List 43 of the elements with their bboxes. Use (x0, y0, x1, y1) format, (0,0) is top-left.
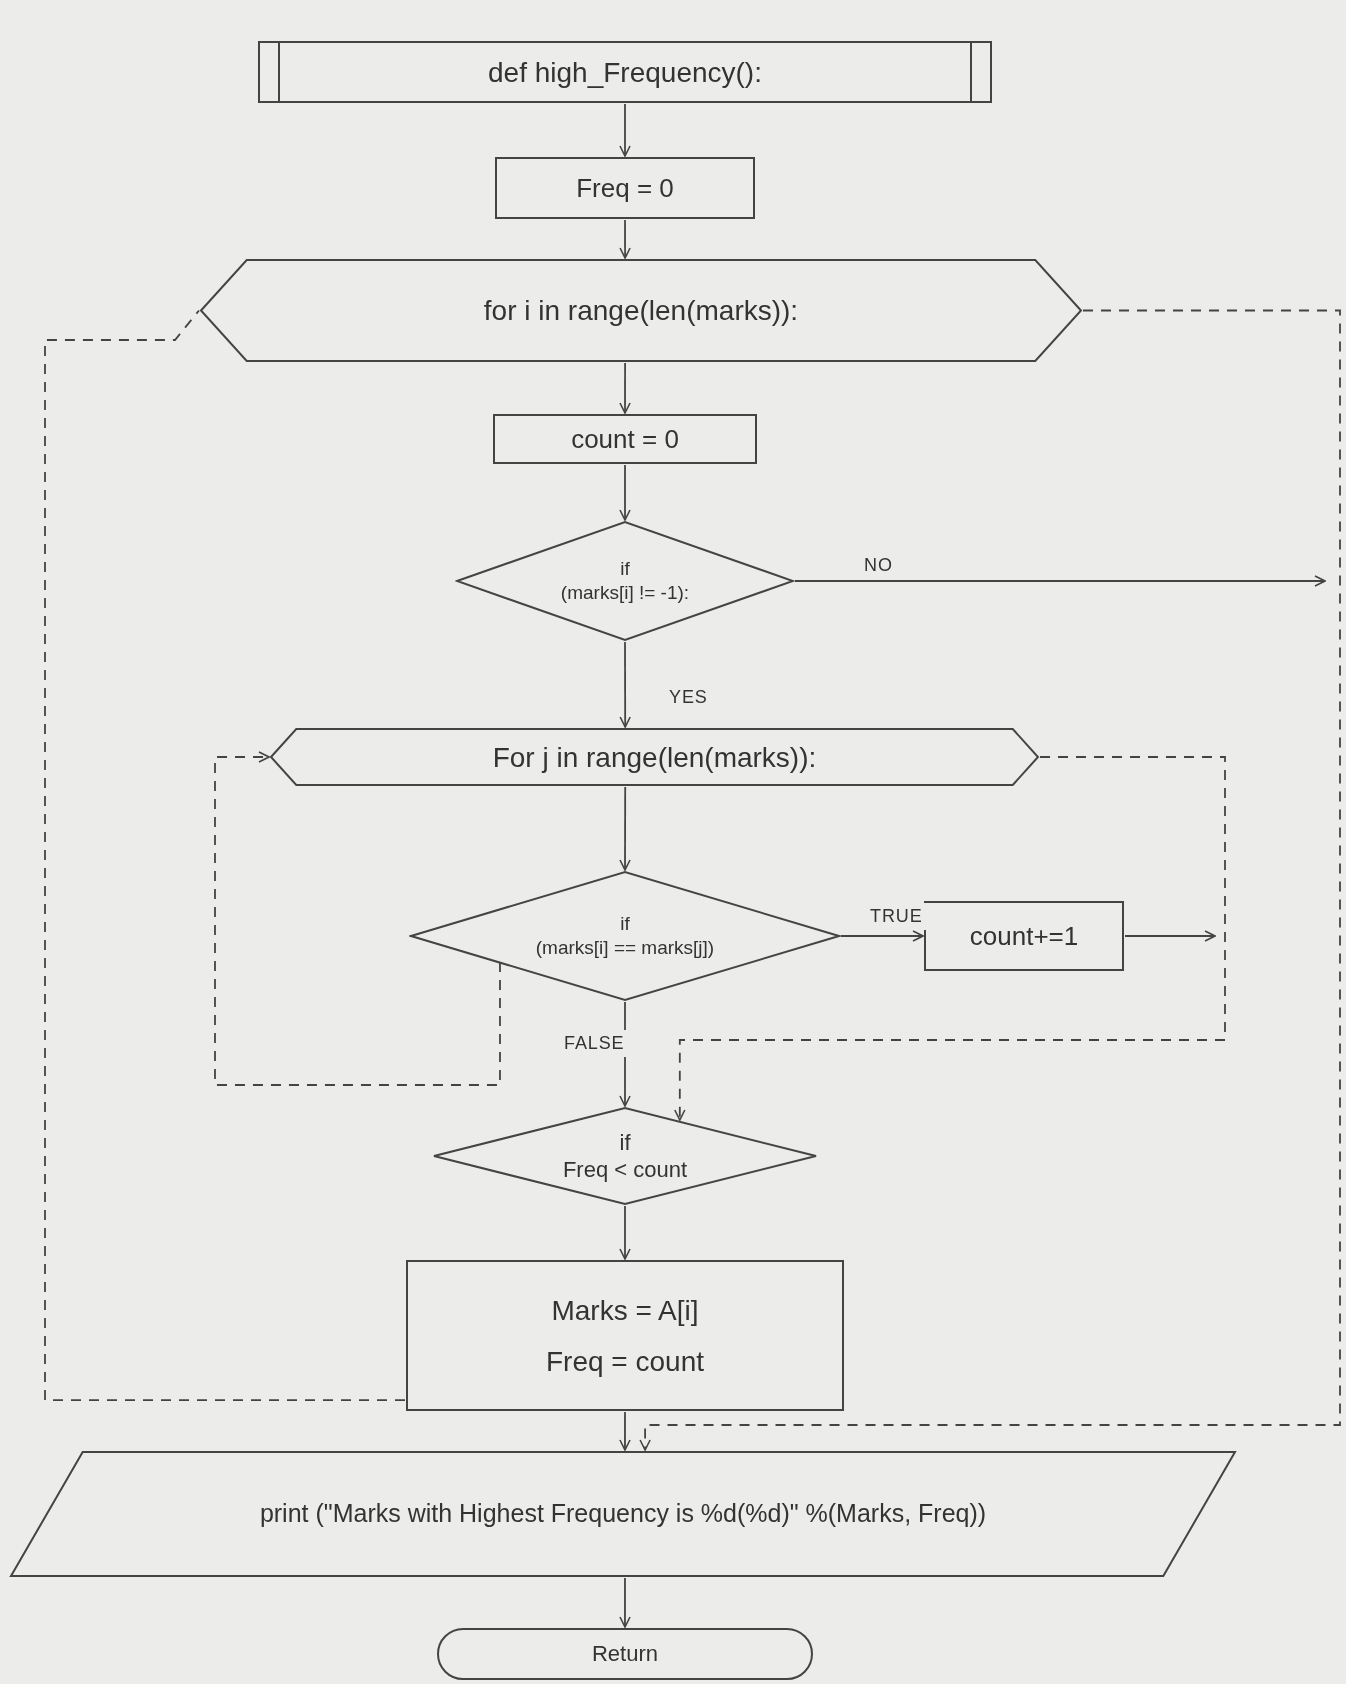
node-text: def high_Frequency(): (487, 55, 763, 90)
node-text: print ("Marks with Highest Frequency is %d(%d)" %(Marks, Freq)) (258, 1498, 988, 1530)
dashed-arrow (674, 756, 1226, 1121)
node-text: (marks[i] == marks[j]) (534, 936, 716, 960)
arrow (619, 362, 631, 414)
arrow (840, 930, 924, 942)
subroutine-box (257, 40, 993, 104)
process-box (494, 156, 756, 220)
arrow (619, 103, 631, 157)
arrow (619, 1577, 631, 1628)
arrow (619, 1205, 631, 1260)
process-box (923, 900, 1125, 972)
decision-diamond (455, 520, 795, 642)
node-text: Return (590, 1640, 659, 1668)
node-text: Marks = A[i] (550, 1293, 700, 1328)
dashed-arrow (639, 309, 1341, 1451)
node-text: Freq = 0 (575, 171, 675, 205)
process-box (492, 413, 758, 465)
arrow (1124, 930, 1216, 942)
node-text: count+=1 (968, 919, 1080, 953)
dashed-arrow (214, 751, 501, 1086)
arrow (619, 641, 631, 728)
arrow (619, 786, 631, 871)
node-text: count = 0 (570, 422, 680, 456)
node-text: for i in range(len(marks)): (482, 294, 800, 328)
output-parallelogram (9, 1450, 1237, 1578)
decision-diamond (409, 870, 841, 1002)
node-text: Freq < count (561, 1156, 689, 1184)
arrow (619, 219, 631, 259)
node-text: if (618, 1128, 632, 1156)
arrow (794, 575, 1326, 587)
decision-diamond (432, 1106, 818, 1206)
node-text: if (619, 912, 631, 936)
loop-hexagon (269, 727, 1040, 787)
node-text: For j in range(len(marks)): (491, 740, 818, 775)
node-text: (marks[i] != -1): (559, 581, 691, 605)
arrow (619, 1411, 631, 1451)
node-text: Freq = count (545, 1344, 705, 1379)
process-box (405, 1259, 845, 1412)
terminal-box (436, 1627, 814, 1681)
node-text: if (619, 557, 631, 581)
arrow (619, 464, 631, 521)
loop-hexagon (199, 258, 1083, 363)
